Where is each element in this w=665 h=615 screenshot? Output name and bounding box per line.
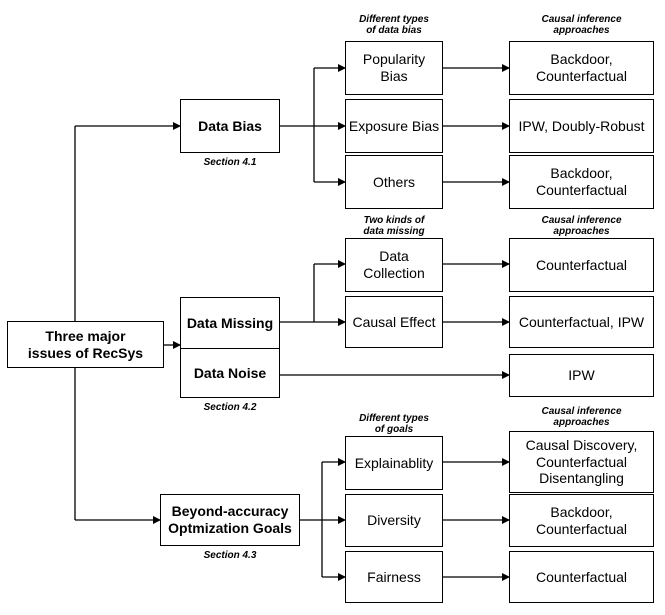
beyond-accuracy-node: Beyond-accuracy Optmization Goals <box>160 494 300 546</box>
fairness-approach-label: Counterfactual <box>535 568 628 585</box>
fairness-node: Fairness <box>345 551 443 603</box>
data-noise-label: Data Noise <box>193 364 267 381</box>
popularity-bias-node: Popularity Bias <box>345 41 443 95</box>
others-node: Others <box>345 155 443 209</box>
causal-effect-approach-node: Counterfactual, IPW <box>509 296 654 348</box>
popularity-approach-label: Backdoor, Counterfactual <box>535 51 628 84</box>
data-noise-node: Data Noise <box>180 348 280 398</box>
diversity-label: Diversity <box>367 512 421 529</box>
causal-effect-node: Causal Effect <box>345 296 443 348</box>
explainability-approach-label: Causal Discovery, Counterfactual Disenta… <box>525 436 638 487</box>
beyond-accuracy-label: Beyond-accuracy Optmization Goals <box>168 503 292 536</box>
goal-types-caption: Different types of goals <box>359 413 429 435</box>
goal-approaches-caption: Causal inference approaches <box>541 406 622 428</box>
data-collection-node: Data Collection <box>345 238 443 292</box>
explainability-label: Explainablity <box>354 454 434 471</box>
exposure-approach-node: IPW, Doubly-Robust <box>509 99 654 153</box>
data-bias-label: Data Bias <box>198 117 262 134</box>
bias-approaches-caption: Causal inference approaches <box>541 14 622 36</box>
exposure-approach-label: IPW, Doubly-Robust <box>518 117 645 134</box>
missing-approaches-caption: Causal inference approaches <box>541 215 622 237</box>
diversity-approach-node: Backdoor, Counterfactual <box>509 494 654 547</box>
collection-approach-label: Counterfactual <box>535 256 628 273</box>
bias-types-caption: Different types of data bias <box>359 14 429 36</box>
causal-effect-approach-label: Counterfactual, IPW <box>518 313 645 330</box>
collection-approach-node: Counterfactual <box>509 238 654 292</box>
section-4-1-label: Section 4.1 <box>203 157 257 168</box>
others-label: Others <box>372 173 415 190</box>
missing-kinds-caption: Two kinds of data missing <box>363 215 425 237</box>
fairness-label: Fairness <box>367 568 421 585</box>
section-4-3-label: Section 4.3 <box>203 550 257 561</box>
causal-effect-label: Causal Effect <box>352 313 436 330</box>
explainability-approach-node: Causal Discovery, Counterfactual Disenta… <box>509 431 654 493</box>
data-collection-label: Data Collection <box>363 248 425 281</box>
diversity-node: Diversity <box>345 494 443 547</box>
data-bias-node: Data Bias <box>180 99 280 153</box>
popularity-approach-node: Backdoor, Counterfactual <box>509 41 654 95</box>
explainability-node: Explainablity <box>345 436 443 490</box>
root-label: Three major issues of RecSys <box>27 327 144 361</box>
diversity-approach-label: Backdoor, Counterfactual <box>535 503 628 537</box>
exposure-bias-label: Exposure Bias <box>348 117 440 134</box>
popularity-bias-label: Popularity Bias <box>362 51 426 84</box>
data-missing-node: Data Missing <box>180 297 280 350</box>
exposure-bias-node: Exposure Bias <box>345 99 443 153</box>
others-approach-label: Backdoor, Counterfactual <box>535 165 628 198</box>
section-4-2-label: Section 4.2 <box>203 402 257 413</box>
fairness-approach-node: Counterfactual <box>509 551 654 603</box>
data-missing-label: Data Missing <box>186 315 274 332</box>
others-approach-node: Backdoor, Counterfactual <box>509 155 654 209</box>
noise-approach-node: IPW <box>509 354 654 397</box>
root-node: Three major issues of RecSys <box>7 321 164 368</box>
noise-approach-label: IPW <box>568 367 595 384</box>
